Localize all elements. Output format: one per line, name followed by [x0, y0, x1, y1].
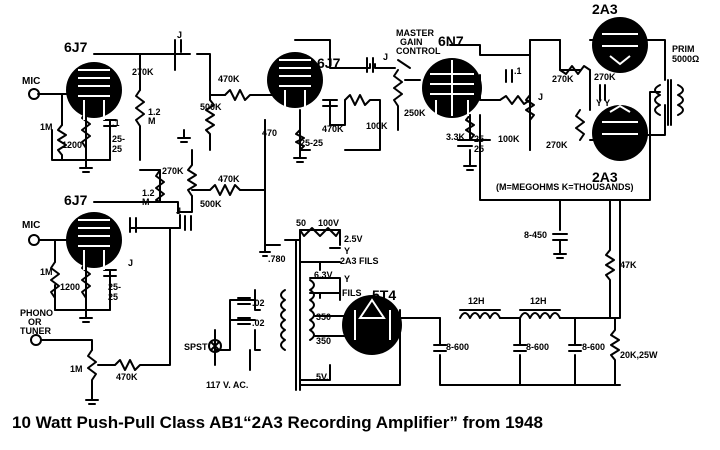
- input-jacks: [28, 88, 222, 353]
- label-c-50: 50: [296, 218, 306, 228]
- label-r-1m-b: 1M: [40, 267, 53, 277]
- label-c-100v: 100V: [318, 218, 339, 228]
- label-v1: 6J7: [64, 39, 88, 55]
- label-t-350b: 350: [316, 336, 331, 346]
- label-r-270k-e: 270K: [594, 72, 616, 82]
- label-r-12m-b1: 1.2: [142, 188, 155, 198]
- label-c-j-e: J: [538, 92, 543, 102]
- label-c-j-b: J: [176, 206, 181, 216]
- label-r-2525-c: 25-25: [300, 138, 323, 148]
- label-yy: Y Y: [596, 98, 610, 108]
- label-master-3: CONTROL: [396, 46, 441, 56]
- label-r-20k: 20K,25W: [620, 350, 658, 360]
- label-r-250k: 250K: [404, 108, 426, 118]
- label-c-2525-a2: 25: [112, 144, 122, 154]
- label-v5b: 2A3: [592, 169, 618, 185]
- figure-caption: 10 Watt Push-Pull Class AB1“2A3 Recordin…: [12, 413, 543, 432]
- label-v4: 6N7: [438, 33, 464, 49]
- label-r-100k-c: 100K: [366, 121, 388, 131]
- label-v-63: 6.3V: [314, 270, 333, 280]
- label-prim-1: PRIM: [672, 44, 695, 54]
- label-r-500k-a: 500K: [200, 102, 222, 112]
- label-r-12m-b2: M: [142, 197, 150, 207]
- label-spst: SPST: [184, 342, 208, 352]
- label-c-8600b: 8-600: [526, 342, 549, 352]
- label-fils: FILS: [342, 288, 362, 298]
- label-master-2: GAIN: [400, 37, 423, 47]
- label-r-1m-c: 1M: [70, 364, 83, 374]
- label-prim-2: 5000Ω: [672, 54, 699, 64]
- inductors: [280, 79, 684, 351]
- label-r-500k-b: 500K: [200, 199, 222, 209]
- label-choke-b: 12H: [530, 296, 547, 306]
- tube-v4: [422, 58, 482, 118]
- label-v-25: 2.5V: [344, 234, 363, 244]
- label-t-350a: 350: [316, 312, 331, 322]
- label-mic2: MIC: [22, 220, 40, 231]
- label-c-j-a: J: [177, 30, 182, 40]
- label-master-1: MASTER: [396, 28, 435, 38]
- label-v-780: .780: [268, 254, 286, 264]
- label-r-1m-a: 1M: [40, 122, 53, 132]
- resistors: [50, 89, 535, 311]
- tube-v2: [66, 212, 122, 270]
- label-c-02b: .02: [252, 318, 265, 328]
- tube-v3: [267, 52, 323, 110]
- label-c-8600c: 8-600: [582, 342, 605, 352]
- label-phono-3: TUNER: [20, 326, 51, 336]
- tube-v5b: [592, 104, 648, 161]
- label-r-470k-b: 470K: [218, 174, 240, 184]
- label-v2: 6J7: [64, 192, 88, 208]
- label-phono-1: PHONO: [20, 308, 53, 318]
- label-r-470-c: 470: [262, 128, 277, 138]
- label-r-1200-b: 1200: [60, 282, 80, 292]
- label-r-47k: 47K: [620, 260, 637, 270]
- label-c-8600a: 8-600: [446, 342, 469, 352]
- label-y-a: Y: [344, 246, 350, 256]
- label-c-2525-b2: 25: [108, 292, 118, 302]
- label-c-01-a: .1: [112, 118, 120, 128]
- label-legend: (M=MEGOHMS K=THOUSANDS): [496, 182, 634, 192]
- labels: 6J7 6J7 6J7 6N7 2A3 2A3 5T4 MIC MIC PHON…: [12, 1, 699, 432]
- label-r-100k-d: 100K: [498, 134, 520, 144]
- tube-rect: [342, 295, 402, 355]
- label-c-j-d: J: [383, 52, 388, 62]
- label-mic1: MIC: [22, 76, 40, 87]
- label-v5a: 2A3: [592, 1, 618, 17]
- label-rect: 5T4: [372, 287, 396, 303]
- label-r-470k-d: 470K: [116, 372, 138, 382]
- label-c-2525-d1: 25-: [474, 134, 487, 144]
- capacitors: [103, 39, 582, 352]
- tube-v1: [66, 62, 122, 120]
- label-r-12m-a1: 1.2: [148, 107, 161, 117]
- label-r-270k-a: 270K: [132, 67, 154, 77]
- label-r-33k: 3.3K: [446, 132, 466, 142]
- wiring: [37, 39, 666, 396]
- label-fils-2a3: 2A3 FILS: [340, 256, 379, 266]
- label-t-5v: 5V.: [316, 372, 329, 382]
- label-r-470k-c: 470K: [322, 124, 344, 134]
- label-choke-a: 12H: [468, 296, 485, 306]
- label-c-02a: .02: [252, 298, 265, 308]
- label-r-270k-b: 270K: [162, 166, 184, 176]
- label-r-270k-f: 270K: [546, 140, 568, 150]
- label-y-b: Y: [344, 274, 350, 284]
- label-v3: 6J7: [317, 55, 341, 71]
- label-r-270k-d: 270K: [552, 74, 574, 84]
- label-c-2525-b1: 25-: [108, 282, 121, 292]
- label-r-12m-a2: M: [148, 116, 156, 126]
- label-c-2525-d2: 25: [474, 144, 484, 154]
- label-c-j-c: J: [128, 258, 133, 268]
- label-ac: 117 V. AC.: [206, 380, 248, 390]
- label-phono-2: OR: [28, 317, 42, 327]
- ground-symbols: [79, 129, 567, 405]
- label-r-470k-a: 470K: [218, 74, 240, 84]
- label-c-8450: 8-450: [524, 230, 547, 240]
- label-c-2525-a1: 25-: [112, 134, 125, 144]
- label-c-01-d: .1: [514, 66, 522, 76]
- tube-v5a: [592, 17, 648, 73]
- label-r-1200-a: 1200: [62, 140, 82, 150]
